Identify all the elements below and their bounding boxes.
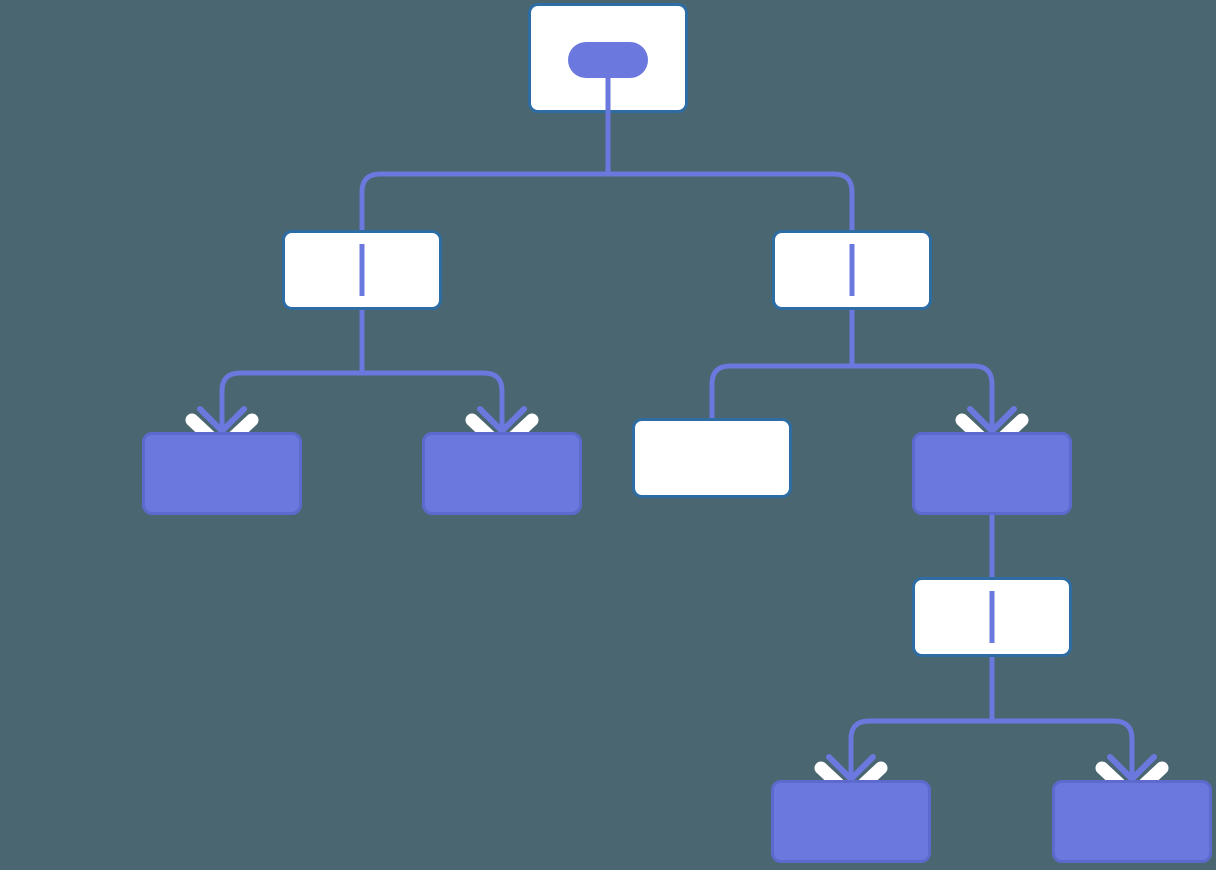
- edge-e-r1-r2b: [852, 363, 995, 438]
- diagram-node-n-r4b[interactable]: [1052, 780, 1212, 863]
- edge-e-root-l1: [359, 171, 608, 230]
- edge-e-l1-l2b: [362, 370, 505, 438]
- diagram-node-n-r2b[interactable]: [912, 432, 1072, 515]
- arrowhead-inner: [826, 754, 876, 782]
- diagram-node-n-l2a[interactable]: [142, 432, 302, 515]
- arrowhead-inner: [967, 406, 1017, 434]
- node-pill-badge-root[interactable]: [568, 42, 648, 78]
- edge-e-l1-l2a: [219, 370, 362, 438]
- diagram-node-n-l2b[interactable]: [422, 432, 582, 515]
- diagram-node-n-r1[interactable]: [772, 230, 932, 310]
- diagram-node-n-l1[interactable]: [282, 230, 442, 310]
- arrowhead-inner: [1107, 754, 1157, 782]
- edge-e-r3-r4a: [848, 718, 992, 786]
- diagram-node-n-r2a[interactable]: [632, 418, 792, 498]
- diagram-node-n-r3[interactable]: [912, 577, 1072, 657]
- arrowhead-inner: [477, 406, 527, 434]
- arrowhead-inner: [197, 406, 247, 434]
- edge-paths: [219, 113, 1135, 786]
- diagram-node-n-r4a[interactable]: [771, 780, 931, 863]
- edge-e-r1-r2a: [709, 363, 852, 418]
- edge-e-r3-r4b: [992, 718, 1135, 786]
- edge-e-root-r1: [608, 171, 855, 230]
